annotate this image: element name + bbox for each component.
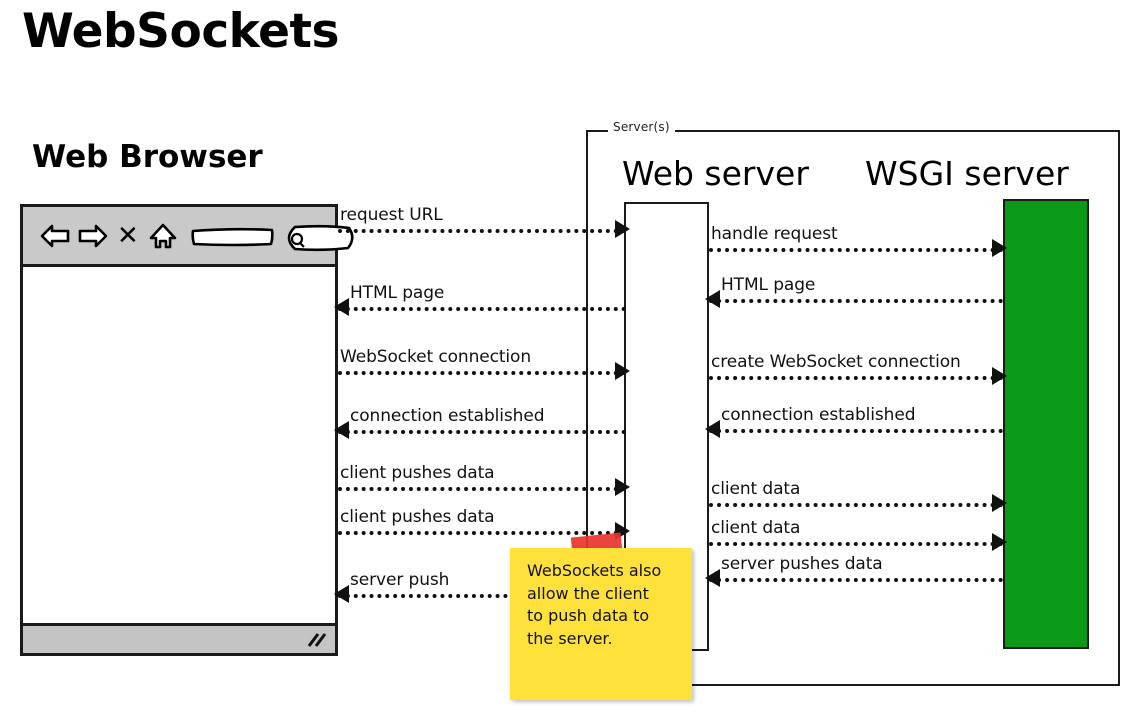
arrow-line: [338, 487, 626, 491]
search-input[interactable]: [281, 224, 357, 252]
message-label: server pushes data: [721, 554, 883, 574]
arrow-head: [334, 298, 349, 316]
url-input[interactable]: [191, 227, 274, 247]
arrow-head: [334, 421, 349, 439]
arrow-head: [992, 239, 1007, 257]
arrow-head: [615, 362, 630, 380]
arrow-line: [338, 594, 626, 598]
sticky-note-text: WebSockets also allow the client to push…: [527, 561, 662, 649]
back-arrow-icon[interactable]: [39, 221, 71, 255]
message-label: client pushes data: [340, 507, 495, 527]
browser-content-area: [23, 267, 335, 623]
browser-window: ✕: [20, 204, 354, 656]
message-label: server push: [350, 570, 450, 590]
sticky-note: WebSockets also allow the client to push…: [510, 548, 692, 700]
browser-statusbar: [23, 623, 335, 653]
arrow-head: [992, 494, 1007, 512]
page-title: WebSockets: [22, 4, 340, 59]
browser-toolbar: ✕: [23, 207, 354, 267]
home-icon[interactable]: [149, 221, 177, 255]
message-label: client data: [711, 518, 801, 538]
message-label: client pushes data: [340, 463, 495, 483]
message-label: create WebSocket connection: [711, 352, 961, 372]
arrow-head: [705, 290, 720, 308]
arrow-line: [709, 578, 1003, 582]
message-label: connection established: [350, 406, 545, 426]
forward-arrow-icon[interactable]: [77, 221, 109, 255]
web-server-heading: Web server: [622, 154, 809, 193]
arrow-line: [709, 376, 1003, 380]
arrow-head: [334, 585, 349, 603]
arrow-line: [338, 371, 626, 375]
arrow-line: [338, 229, 626, 233]
message-label: WebSocket connection: [340, 347, 532, 367]
wsgi-server-heading: WSGI server: [865, 154, 1069, 193]
arrow-line: [338, 531, 626, 535]
arrow-line: [338, 430, 626, 434]
message-label: handle request: [711, 224, 838, 244]
stop-x-icon[interactable]: ✕: [117, 221, 139, 251]
message-label: request URL: [340, 205, 443, 225]
arrow-head: [615, 220, 630, 238]
resize-grip-icon[interactable]: [305, 632, 327, 648]
arrow-line: [709, 248, 1003, 252]
arrow-head: [615, 478, 630, 496]
arrow-head: [992, 367, 1007, 385]
arrow-head: [705, 569, 720, 587]
servers-group-box: [586, 130, 1120, 686]
message-label: HTML page: [350, 283, 445, 303]
arrow-line: [338, 307, 626, 311]
arrow-line: [709, 429, 1003, 433]
arrow-line: [709, 542, 1003, 546]
wsgi-server-lifeline: [1003, 199, 1089, 649]
message-label: connection established: [721, 405, 916, 425]
arrow-line: [709, 503, 1003, 507]
servers-group-label: Server(s): [608, 120, 675, 134]
web-browser-heading: Web Browser: [32, 139, 263, 175]
arrow-head: [992, 533, 1007, 551]
arrow-head: [705, 420, 720, 438]
message-label: HTML page: [721, 275, 816, 295]
message-label: client data: [711, 479, 801, 499]
arrow-line: [709, 299, 1003, 303]
